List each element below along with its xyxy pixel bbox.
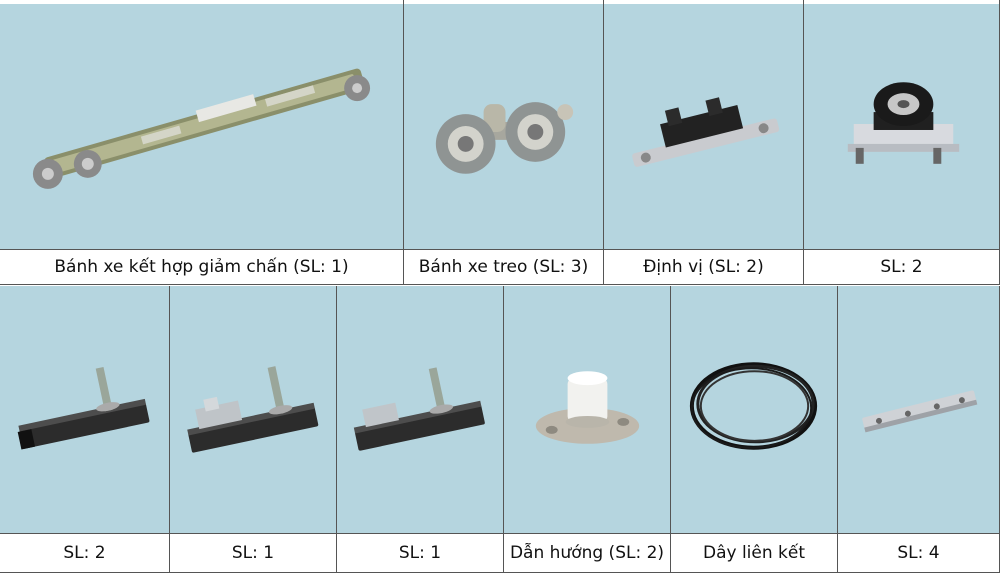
part-photo [170, 286, 336, 533]
part-caption: SL: 4 [838, 533, 999, 573]
part-cell-positioner: Định vị (SL: 2) [604, 0, 804, 285]
part-cell-bottom-roller: SL: 2 [804, 0, 1000, 285]
part-caption: Dây liên kết [671, 533, 837, 573]
parts-row-2: SL: 2 SL: 1 [0, 286, 1000, 573]
part-cell-hanging-wheel: Bánh xe treo (SL: 3) [404, 0, 604, 285]
part-cell-connecting-wire: Dây liên kết [671, 286, 838, 573]
floor-guide-icon [535, 371, 640, 444]
bolt-slider-icon [17, 366, 150, 450]
part-cell-bolt-slider: SL: 2 [0, 286, 170, 573]
part-photo [804, 4, 999, 250]
parts-row-1: Bánh xe kết hợp giảm chấn (SL: 1) Bánh x… [0, 0, 1000, 285]
part-photo [838, 286, 999, 533]
part-caption: Dẫn hướng (SL: 2) [504, 533, 670, 573]
mounting-plate-icon [862, 390, 978, 433]
part-cell-clip-slider: SL: 1 [170, 286, 337, 573]
hanging-wheel-icon [435, 102, 574, 174]
part-caption: SL: 1 [170, 533, 336, 573]
part-photo [0, 286, 169, 533]
clip-slider-small-icon [353, 367, 485, 451]
part-cell-mounting-plate: SL: 4 [838, 286, 1000, 573]
part-photo [504, 286, 670, 533]
part-caption: SL: 2 [0, 533, 169, 573]
clip-slider-icon [187, 366, 319, 453]
damper-roller-track-icon [32, 68, 371, 189]
part-cell-floor-guide: Dẫn hướng (SL: 2) [504, 286, 671, 573]
part-caption: Bánh xe treo (SL: 3) [404, 249, 603, 285]
part-photo [404, 4, 603, 250]
connecting-wire-coil-icon [689, 362, 818, 450]
part-caption: Bánh xe kết hợp giảm chấn (SL: 1) [0, 249, 403, 285]
part-photo [671, 286, 837, 533]
part-caption: SL: 1 [337, 533, 503, 573]
part-photo [604, 4, 803, 250]
bottom-roller-icon [847, 82, 960, 164]
part-cell-damper-wheel: Bánh xe kết hợp giảm chấn (SL: 1) [0, 0, 404, 285]
part-cell-clip-slider-2: SL: 1 [337, 286, 504, 573]
part-photo [337, 286, 503, 533]
part-photo [0, 4, 403, 250]
part-caption: SL: 2 [804, 249, 999, 285]
positioner-bracket-icon [632, 97, 780, 167]
part-caption: Định vị (SL: 2) [604, 249, 803, 285]
